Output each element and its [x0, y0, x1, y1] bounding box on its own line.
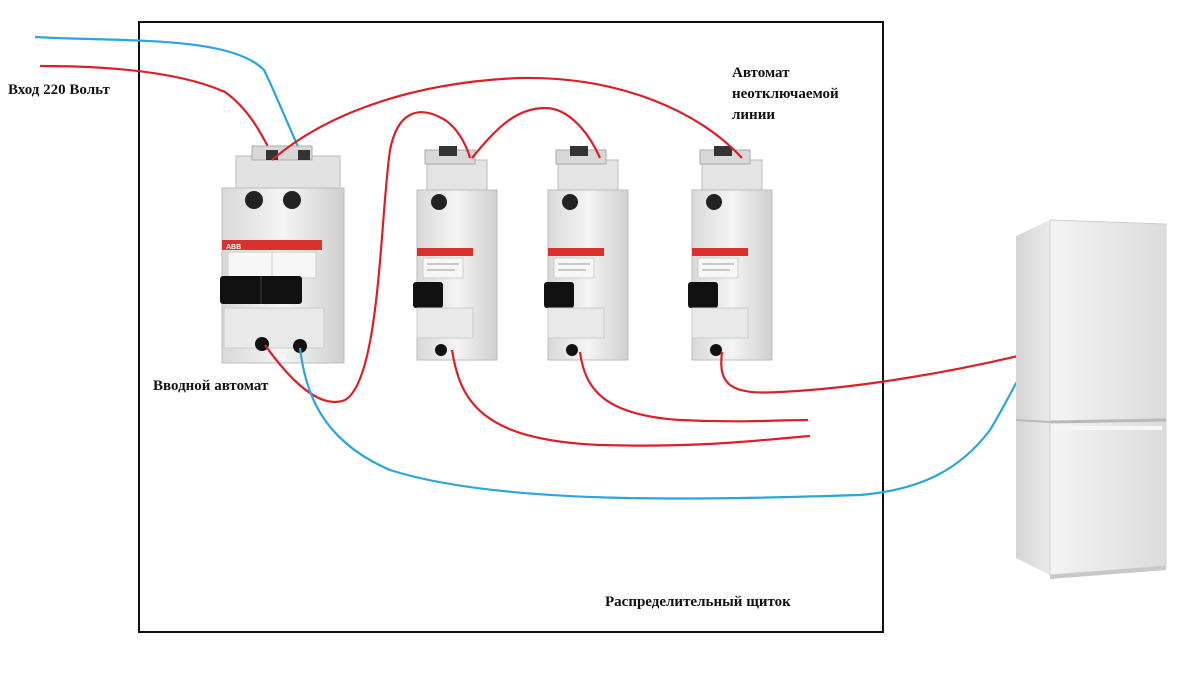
phase-jumper-group1-group2 [471, 106, 602, 159]
phase-loop-to-group1 [264, 111, 472, 403]
non-switchable-label-line-2: неотключаемой [732, 86, 839, 102]
fridge-phase-line [720, 351, 1019, 394]
input-voltage-label: Вход 220 Вольт [8, 82, 110, 98]
distribution-panel-label: Распределительный щиток [605, 594, 791, 610]
phase-jumper-main-to-line [271, 76, 743, 161]
distribution-panel-border [138, 21, 884, 633]
group-breaker-2 [543, 145, 629, 361]
neutral-to-fridge [298, 347, 1019, 500]
brand-logo: ABB [226, 244, 241, 251]
refrigerator [1015, 219, 1167, 579]
incoming-neutral-wire [34, 35, 306, 163]
non-switchable-label-line-3: линии [732, 107, 775, 123]
incoming-phase-wire [39, 64, 276, 161]
non-switchable-label-line-1: Автомат [732, 65, 790, 81]
non-switchable-breaker [687, 145, 773, 361]
non-switchable-line-label: Автомат неотключаемой линии [732, 63, 839, 126]
group1-outgoing-phase [450, 349, 811, 447]
group2-outgoing-phase [578, 351, 809, 423]
main-breaker: ABB [220, 145, 345, 364]
group-breaker-1 [412, 145, 498, 361]
main-breaker-label: Вводной автомат [153, 378, 269, 394]
